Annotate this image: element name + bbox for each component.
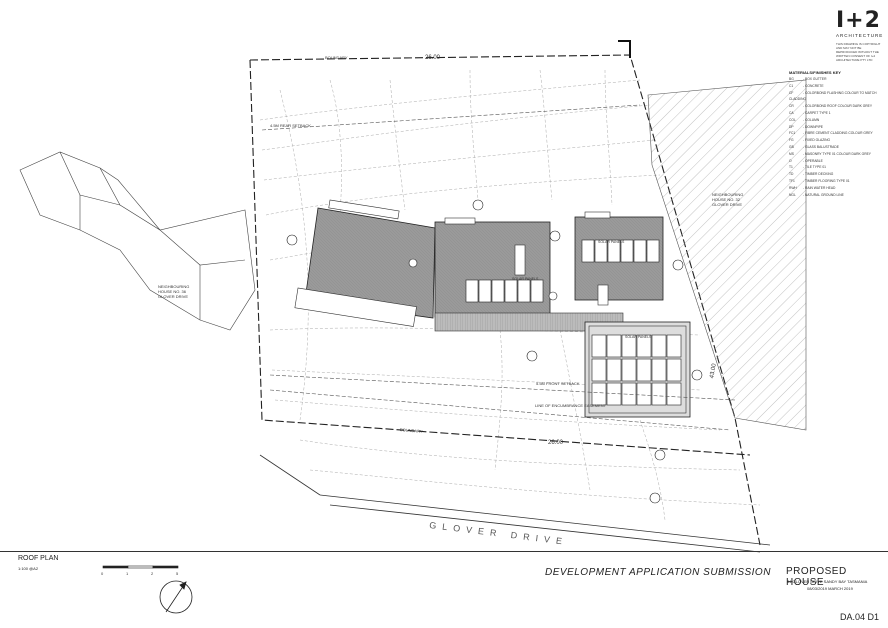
- solar-label-carport: SOLAR PANELS: [625, 335, 652, 339]
- north-arrow: [159, 580, 193, 614]
- drawing-title: ROOF PLAN: [18, 555, 59, 562]
- issue-date: 08/03/2019 MARCH 2019: [807, 586, 853, 591]
- boundary-label-top: BOUNDARY: [325, 55, 348, 60]
- materials-key-list: BG- BOX GUTTER C1- CONCRETE CF- COLORBON…: [789, 76, 884, 198]
- scale-tick-5: 5: [176, 571, 179, 576]
- solar-label-right: SOLAR PANELS: [598, 240, 625, 244]
- key-item: MS- MASONRY TYPE 01 COLOUR DARK GREY: [789, 151, 871, 156]
- key-item: O- OPERABLE: [789, 158, 823, 163]
- roof-left-eave: [294, 287, 417, 327]
- key-item: TD- TIMBER DECKING: [789, 172, 834, 177]
- neighbour-house-left: [19, 151, 256, 331]
- easement-label: LINE OF ENCUMBRANCE EASEMENT: [535, 403, 607, 408]
- neighbour-house-right-hatch: [647, 79, 807, 431]
- project-title: PROPOSED HOUSE: [786, 566, 847, 588]
- project-address: 34 GLOVER DRIVE SANDY BAY TASMANIA: [787, 579, 868, 584]
- solar-label-mid: SOLAR PANELS: [512, 277, 539, 281]
- key-item: CF- COLORBOND FLASHING COLOUR TO MATCH C…: [789, 90, 877, 102]
- scale-bar: [102, 565, 179, 569]
- title-block-divider: [0, 551, 888, 552]
- scale-tick-1: 1: [126, 571, 129, 576]
- key-item: GB- GLASS BALUSTRADE: [789, 144, 839, 149]
- drawing-scale: 1:100 @A2: [18, 566, 39, 571]
- roof-left-block: [304, 207, 436, 319]
- rear-setback-label: 4.5M REAR SETBACK: [270, 123, 311, 128]
- front-setback-label: 5.5M FRONT SETBACK: [536, 381, 580, 386]
- key-item: BG- BOX GUTTER: [789, 77, 827, 81]
- key-item: RWH- RAIN WATER HEAD: [789, 185, 836, 190]
- solar-panels-mid: [465, 279, 544, 303]
- materials-key-title: MATERIALS/FINISHES KEY: [789, 70, 841, 75]
- copyright-note: THIS DRAWING IS COPYRIGHT AND MAY NOT BE…: [836, 42, 881, 62]
- solar-panels-right: [581, 239, 660, 263]
- practice-name: ARCHITECTURE: [836, 33, 884, 38]
- submission-title: DEVELOPMENT APPLICATION SUBMISSION: [545, 567, 771, 578]
- key-item: CR- COLORBOND ROOF COLOUR DARK GREY: [789, 104, 873, 109]
- boundary-dim-top: 26.00: [425, 55, 441, 61]
- scale-tick-0: 0: [101, 571, 104, 576]
- key-item: COL- COLUMN: [789, 117, 820, 122]
- key-item: CA- CARPET TYPE 1: [789, 110, 831, 115]
- solar-panels-carport: [591, 334, 682, 406]
- key-item: T1- TILE TYPE 01: [789, 165, 826, 170]
- practice-logo: I+2: [836, 8, 881, 33]
- key-item: NGL- NATURAL GROUND LINE: [789, 192, 844, 197]
- key-item: TF1- TIMBER FLOORING TYPE 01: [789, 178, 850, 183]
- key-item: C1- CONCRETE: [789, 83, 824, 88]
- scale-tick-2: 2: [151, 571, 154, 576]
- key-item: DP- DOWNPIPE: [789, 124, 823, 129]
- sheet-number: DA.04 D1: [840, 612, 880, 622]
- neighbour-right-label: NEIGHBOURING HOUSE NO. 32 GLOVER DRIVE: [712, 192, 744, 207]
- boundary-dim-bottom: 26.00: [548, 440, 564, 446]
- key-item: FG- FIXED GLAZING: [789, 138, 831, 143]
- level-markers: [286, 199, 703, 504]
- key-item: FC1- FIBRE CEMENT CLADDING COLOUR GREY: [789, 131, 873, 136]
- neighbour-left-label: NEIGHBOURING HOUSE NO. 36 GLOVER DRIVE: [158, 284, 190, 299]
- roof-mid-block: [434, 221, 551, 318]
- road-edge: [259, 454, 771, 553]
